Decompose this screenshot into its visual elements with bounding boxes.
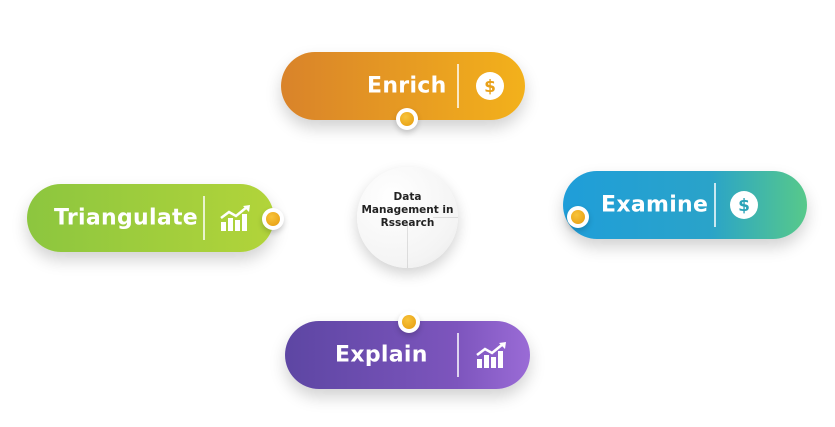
triangulate-node: Triangulate [27, 184, 274, 252]
examine-connector-dot [567, 206, 589, 228]
explain-label: Explain [335, 342, 428, 368]
growth-chart-icon [475, 341, 507, 369]
center-title-line: Data [393, 191, 422, 203]
explain-connector-dot [398, 311, 420, 333]
growth-chart-icon [219, 204, 251, 232]
center-title: Data Management in Rssearch [357, 191, 458, 230]
triangulate-label: Triangulate [54, 205, 199, 231]
hub-seam [407, 225, 408, 268]
triangulate-connector-dot [262, 208, 284, 230]
examine-node: Examine $ [563, 171, 807, 239]
examine-divider [714, 183, 716, 227]
center-title-line: Rssearch [380, 217, 435, 229]
enrich-connector-dot [396, 108, 418, 130]
center-hub: Data Management in Rssearch [357, 167, 458, 268]
enrich-label: Enrich [367, 73, 447, 99]
triangulate-divider [203, 196, 205, 240]
svg-text:$: $ [484, 77, 496, 97]
svg-text:$: $ [738, 196, 750, 216]
hub-seam [433, 217, 458, 218]
center-title-line: Management in [361, 204, 454, 216]
dollar-coin-icon: $ [475, 71, 505, 101]
enrich-divider [457, 64, 459, 108]
explain-divider [457, 333, 459, 377]
examine-label: Examine [601, 192, 709, 218]
dollar-coin-icon: $ [729, 190, 759, 220]
